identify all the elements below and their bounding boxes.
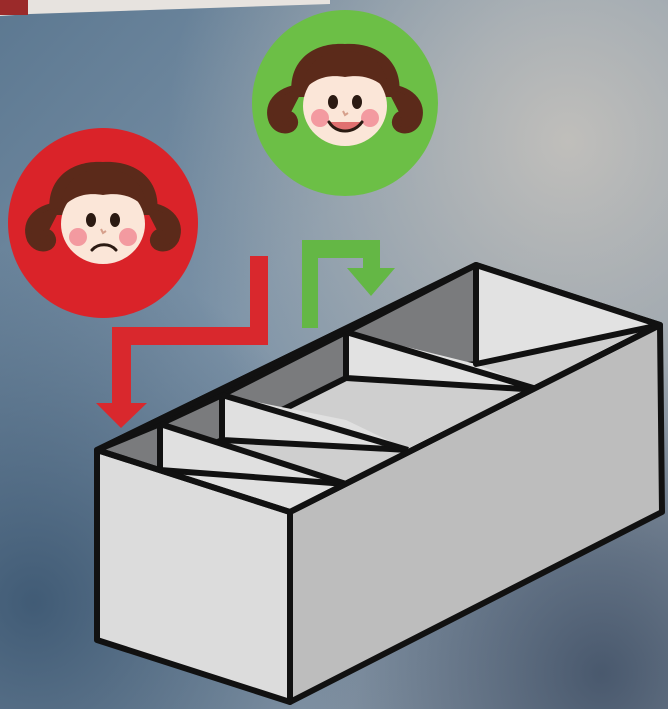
happy-girl-face-icon [267,43,423,146]
sad-girl-badge [8,128,198,318]
corner-tab [0,0,28,15]
arrow-down-red-icon [96,256,268,428]
arrow-down-green-icon [302,240,395,328]
happy-girl-badge [252,10,438,196]
sad-girl-face-icon [25,161,181,264]
compartment-box-icon [94,262,665,705]
